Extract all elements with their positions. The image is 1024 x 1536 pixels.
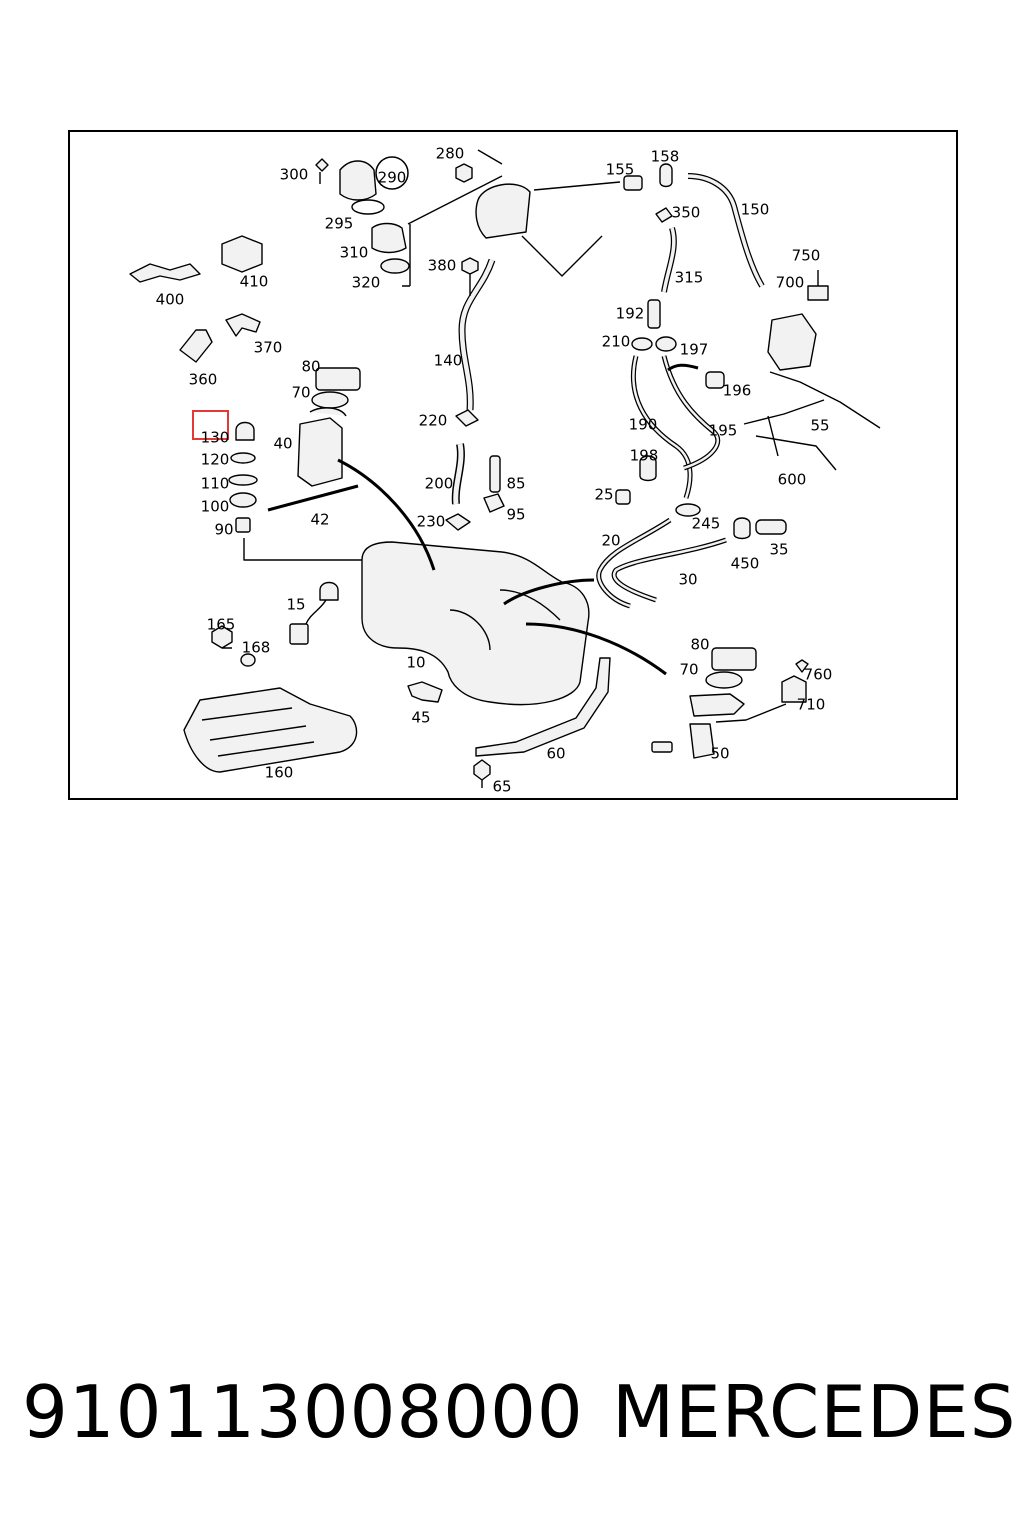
callout-320: 320	[352, 274, 381, 292]
callout-85: 85	[506, 475, 525, 493]
part-number: 91011300800​0	[22, 1370, 584, 1454]
callout-600: 600	[778, 471, 807, 489]
callout-700: 700	[776, 274, 805, 292]
callout-70: 70	[291, 384, 310, 402]
callout-130: 130	[201, 429, 230, 447]
callout-40: 40	[273, 435, 292, 453]
callout-150: 150	[741, 201, 770, 219]
callout-160: 160	[265, 764, 294, 782]
callout-circle-290	[375, 156, 409, 190]
highlight-box	[192, 410, 229, 440]
callout-230: 230	[417, 513, 446, 531]
callout-42: 42	[310, 511, 329, 529]
callout-760: 760	[804, 666, 833, 684]
callout-50: 50	[710, 745, 729, 763]
callout-360: 360	[189, 371, 218, 389]
callout-198: 198	[630, 447, 659, 465]
callout-200: 200	[425, 475, 454, 493]
parts-diagram: 300 290 280 295 310 320 380 155 158 350 150 750 700 3…	[68, 130, 958, 800]
callout-70: 70	[679, 661, 698, 679]
callout-35: 35	[769, 541, 788, 559]
callout-280: 280	[436, 145, 465, 163]
callout-196: 196	[723, 382, 752, 400]
callout-192: 192	[616, 305, 645, 323]
callout-140: 140	[434, 352, 463, 370]
callout-95: 95	[506, 506, 525, 524]
diagram-frame	[68, 130, 958, 800]
callout-65: 65	[492, 778, 511, 796]
callout-55: 55	[810, 417, 829, 435]
callout-350: 350	[672, 204, 701, 222]
brand-name: MERCEDES	[612, 1370, 1017, 1454]
footer: 91011300800​0 MERCEDES	[0, 1370, 1024, 1470]
callout-90: 90	[214, 521, 233, 539]
callout-80: 80	[690, 636, 709, 654]
callout-168: 168	[242, 639, 271, 657]
callout-20: 20	[601, 532, 620, 550]
diagram-artwork	[129, 149, 881, 788]
callout-120: 120	[201, 451, 230, 469]
callout-155: 155	[606, 161, 635, 179]
callout-220: 220	[419, 412, 448, 430]
callout-315: 315	[675, 269, 704, 287]
callout-60: 60	[546, 745, 565, 763]
callout-30: 30	[678, 571, 697, 589]
callout-410: 410	[240, 273, 269, 291]
callout-195: 195	[709, 422, 738, 440]
callout-300: 300	[280, 166, 309, 184]
callout-15: 15	[286, 596, 305, 614]
callout-10: 10	[406, 654, 425, 672]
callout-400: 400	[156, 291, 185, 309]
callout-80: 80	[301, 358, 320, 376]
callout-750: 750	[792, 247, 821, 265]
callout-210: 210	[602, 333, 631, 351]
callout-165: 165	[207, 616, 236, 634]
callout-45: 45	[411, 709, 430, 727]
callout-158: 158	[651, 148, 680, 166]
callout-450: 450	[731, 555, 760, 573]
callout-197: 197	[680, 341, 709, 359]
callout-290: 290	[378, 169, 407, 187]
callout-110: 110	[201, 475, 230, 493]
callout-labels: 300 290 280 295 310 320 380 155 158 350 150 750 700 3…	[156, 145, 833, 796]
callout-710: 710	[797, 696, 826, 714]
callout-370: 370	[254, 339, 283, 357]
callout-310: 310	[340, 244, 369, 262]
callout-100: 100	[201, 498, 230, 516]
callout-245: 245	[692, 515, 721, 533]
callout-25: 25	[594, 486, 613, 504]
callout-380: 380	[428, 257, 457, 275]
diagram-arrows	[337, 363, 699, 676]
callout-295: 295	[325, 215, 354, 233]
callout-190: 190	[629, 416, 658, 434]
